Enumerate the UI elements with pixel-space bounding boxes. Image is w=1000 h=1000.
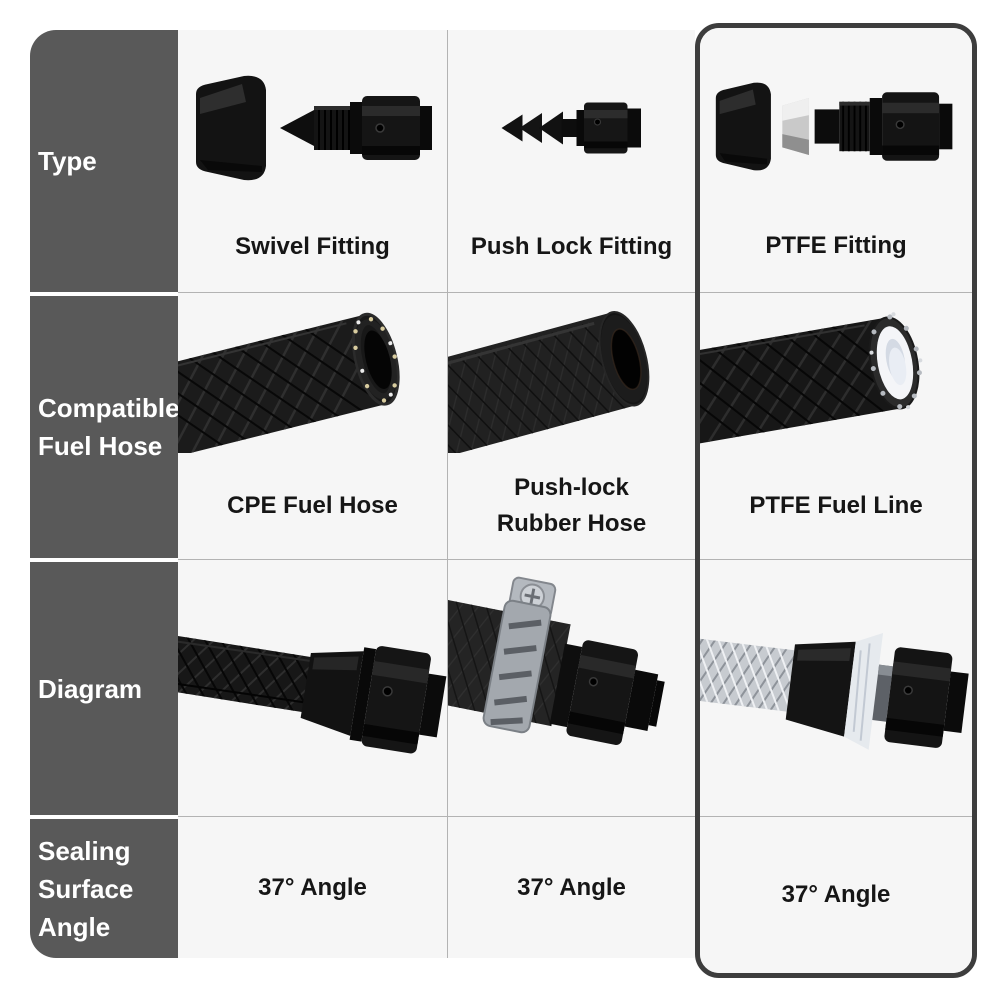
push-lock-fitting-with-clamp-photo (448, 560, 695, 817)
row-header-compatible-fuel-hose-label: Compatible Fuel Hose (38, 393, 180, 461)
swivel-fitting-on-cpe-hose-photo (178, 560, 447, 817)
row-header-diagram-label: Diagram (38, 673, 143, 704)
row-header-compatible-fuel-hose: Compatible Fuel Hose (30, 296, 180, 558)
push-lock-fitting-photo (448, 30, 695, 202)
row-header-column: Type Compatible Fuel Hose Diagram Sealin… (30, 30, 180, 958)
cell-angle-push-lock: 37° Angle (448, 817, 695, 958)
cell-type-ptfe: PTFE Fitting (700, 28, 972, 293)
row-header-type-label: Type (38, 146, 97, 176)
highlighted-column-border: PTFE Fitting (695, 23, 977, 978)
cpe-fuel-hose-photo (178, 293, 447, 453)
angle-caption-swivel: 37° Angle (258, 873, 367, 901)
cell-type-push-lock: Push Lock Fitting (448, 30, 695, 293)
cell-hose-cpe: CPE Fuel Hose (178, 293, 447, 560)
row-header-sealing-surface-angle: Sealing Surface Angle (30, 819, 178, 958)
row-header-diagram: Diagram (30, 562, 178, 815)
swivel-fitting-photo (178, 30, 447, 202)
column-push-lock-fitting: Push Lock Fitting (448, 30, 695, 958)
ptfe-fitting-on-ptfe-line-photo (700, 560, 972, 817)
column-swivel-fitting: Swivel Fitting (178, 30, 448, 958)
row-header-type: Type (30, 30, 178, 292)
cell-hose-push-lock: Push-lock Rubber Hose (448, 293, 695, 560)
type-caption-swivel: Swivel Fitting (235, 233, 390, 260)
ptfe-fitting-photo (700, 28, 972, 200)
ptfe-fuel-line-photo (700, 293, 972, 453)
hose-caption-cpe: CPE Fuel Hose (227, 492, 398, 519)
type-caption-ptfe: PTFE Fitting (765, 232, 907, 259)
cell-type-swivel: Swivel Fitting (178, 30, 447, 293)
cell-angle-ptfe: 37° Angle (700, 817, 972, 973)
hose-caption-ptfe: PTFE Fuel Line (749, 492, 923, 519)
column-ptfe-fitting: PTFE Fitting (700, 28, 972, 973)
type-caption-push-lock: Push Lock Fitting (470, 233, 673, 260)
angle-caption-ptfe: 37° Angle (781, 881, 891, 908)
cell-angle-swivel: 37° Angle (178, 817, 447, 958)
push-lock-rubber-hose-photo (448, 293, 695, 453)
hose-caption-push-lock: Push-lock Rubber Hose (496, 474, 647, 537)
angle-caption-push-lock: 37° Angle (517, 873, 626, 901)
row-header-sealing-surface-angle-label: Sealing Surface Angle (38, 835, 134, 942)
cell-hose-ptfe: PTFE Fuel Line (700, 293, 972, 560)
